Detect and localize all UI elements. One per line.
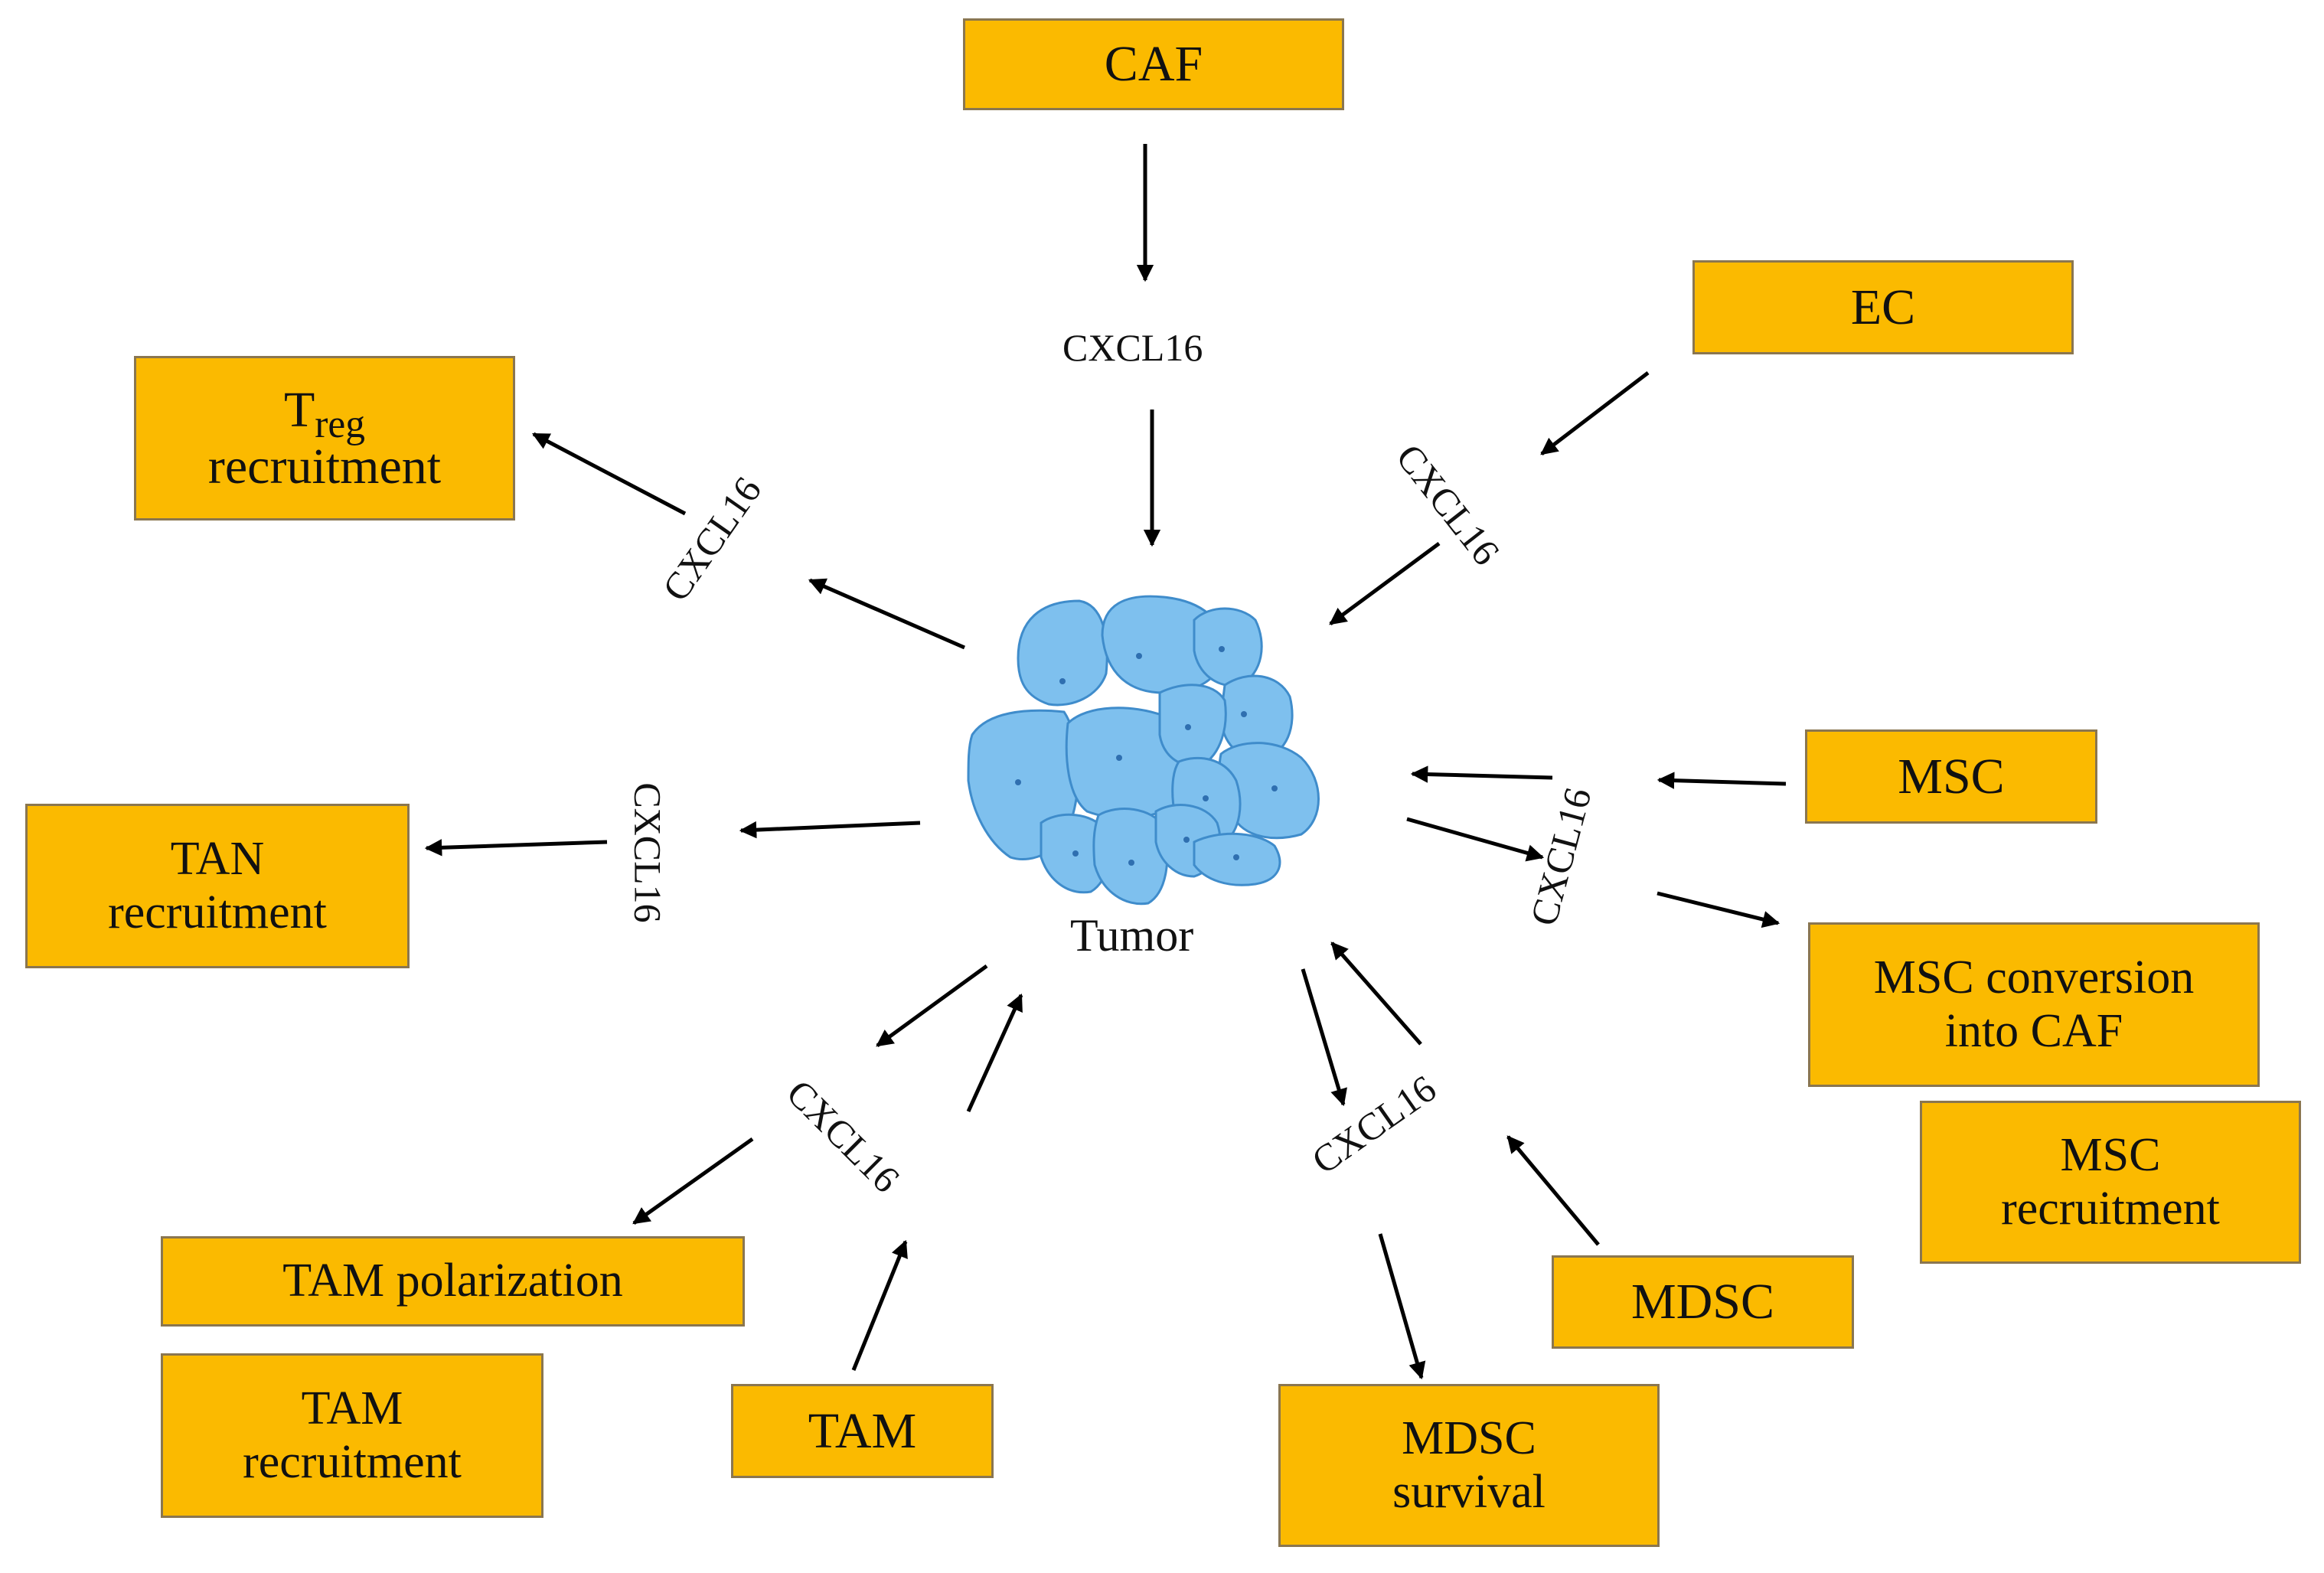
- arrow-tumor-to-cxcl16-msc: [1406, 817, 1545, 862]
- arrow-cxcl16-to-mdsc-survival: [1378, 1233, 1426, 1380]
- ec-box: EC: [1692, 260, 2074, 354]
- arrow-cxcl16-to-tumor-mdsc: [1330, 942, 1422, 1046]
- mdsc-survival-mdsc-label: MDSC: [1402, 1412, 1536, 1465]
- msc-box: MSC: [1805, 729, 2097, 824]
- arrows: [424, 144, 1787, 1380]
- treg-main: T: [283, 381, 315, 438]
- msc-recruitment-msc-label: MSC: [2060, 1129, 2161, 1182]
- tam-recruitment-tam-label: TAM: [301, 1382, 403, 1435]
- arrow-tumor-to-cxcl16-tan: [739, 821, 921, 839]
- tumor-cell-cluster: [967, 595, 1320, 906]
- treg-recruitment-label: recruitment: [207, 438, 442, 494]
- mdsc-survival-box: MDSC survival: [1278, 1384, 1660, 1547]
- tam-label: TAM: [808, 1402, 917, 1459]
- cell-nuclei: [1015, 646, 1278, 866]
- cxcl16-label-top: CXCL16: [1062, 326, 1203, 369]
- tam-polarization-box: TAM polarization: [161, 1236, 745, 1327]
- mdsc-label: MDSC: [1630, 1274, 1775, 1330]
- arrow-cxcl16-to-msc-conversion: [1657, 891, 1781, 928]
- treg-subscript: reg: [315, 403, 366, 446]
- tan-recruitment-box: TAN recruitment: [25, 804, 410, 968]
- arrow-tumor-to-cxcl16-treg: [808, 578, 965, 650]
- arrow-tumor-to-cxcl16-tam: [876, 964, 988, 1048]
- arrow-cxcl16-to-tan: [424, 839, 608, 857]
- tan-recruitment-label: recruitment: [108, 886, 327, 938]
- arrow-cxcl16-to-treg: [532, 432, 687, 516]
- mdsc-box: MDSC: [1552, 1255, 1854, 1349]
- ec-label: EC: [1850, 279, 1916, 335]
- tam-polarization-label: TAM polarization: [282, 1255, 623, 1307]
- msc-recruitment-label: recruitment: [2001, 1182, 2220, 1235]
- msc-conversion-label: MSC conversion: [1873, 951, 2195, 1004]
- arrow-tumor-to-cxcl16-mdsc: [1301, 968, 1347, 1107]
- cxcl16-label-tan: CXCL16: [626, 782, 670, 923]
- into-caf-label: into CAF: [1944, 1004, 2123, 1057]
- tam-recruitment-box: TAM recruitment: [161, 1353, 543, 1518]
- arrow-cxcl16-to-tumor-msc: [1410, 765, 1553, 783]
- tam-box: TAM: [731, 1384, 994, 1478]
- caf-label: CAF: [1104, 36, 1203, 93]
- msc-recruitment-box: MSC recruitment: [1920, 1101, 2301, 1264]
- mdsc-survival-label: survival: [1392, 1465, 1546, 1518]
- arrow-cxcl16-to-tumor-ec: [1329, 541, 1441, 626]
- arrow-cxcl16-to-tumor-tam: [966, 993, 1023, 1113]
- treg-label: Treg: [283, 381, 365, 446]
- treg-recruitment-box: Treg recruitment: [134, 356, 515, 521]
- tam-recruitment-label: recruitment: [243, 1435, 462, 1488]
- tumor-label: Tumor: [1070, 910, 1194, 961]
- tan-label: TAN: [170, 833, 265, 886]
- msc-label: MSC: [1898, 748, 2005, 804]
- caf-box: CAF: [963, 18, 1344, 110]
- arrow-msc-to-cxcl16: [1657, 772, 1787, 789]
- arrow-cxcl16-to-tam-polarization: [632, 1137, 754, 1225]
- msc-conversion-box: MSC conversion into CAF: [1808, 922, 2260, 1087]
- arrow-mdsc-to-cxcl16: [1506, 1135, 1600, 1246]
- arrow-ec-to-cxcl16: [1540, 371, 1650, 455]
- arrow-tam-to-cxcl16: [851, 1239, 908, 1371]
